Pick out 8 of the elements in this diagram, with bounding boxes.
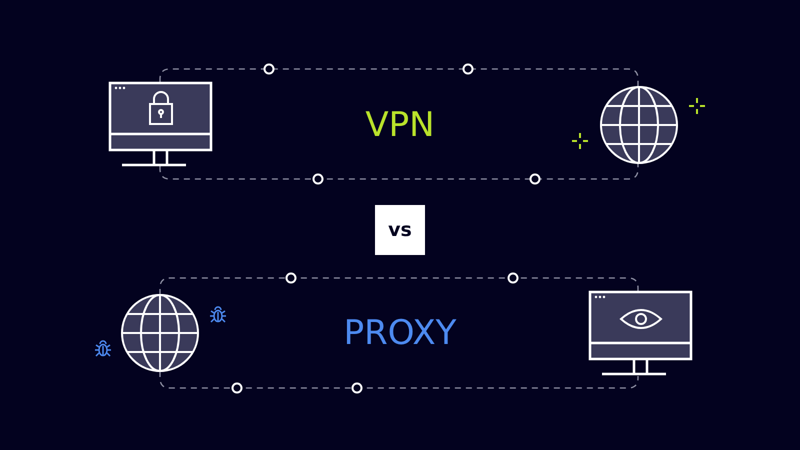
comparison-label: vs [388, 219, 412, 241]
title-label: PROXY [344, 316, 456, 350]
dashed-connector [159, 371, 639, 389]
title-label: VPN [365, 108, 435, 142]
dashed-connector [159, 68, 639, 88]
text-box [375, 205, 425, 255]
dashed-connector [159, 162, 639, 180]
dashed-connector [159, 277, 639, 295]
